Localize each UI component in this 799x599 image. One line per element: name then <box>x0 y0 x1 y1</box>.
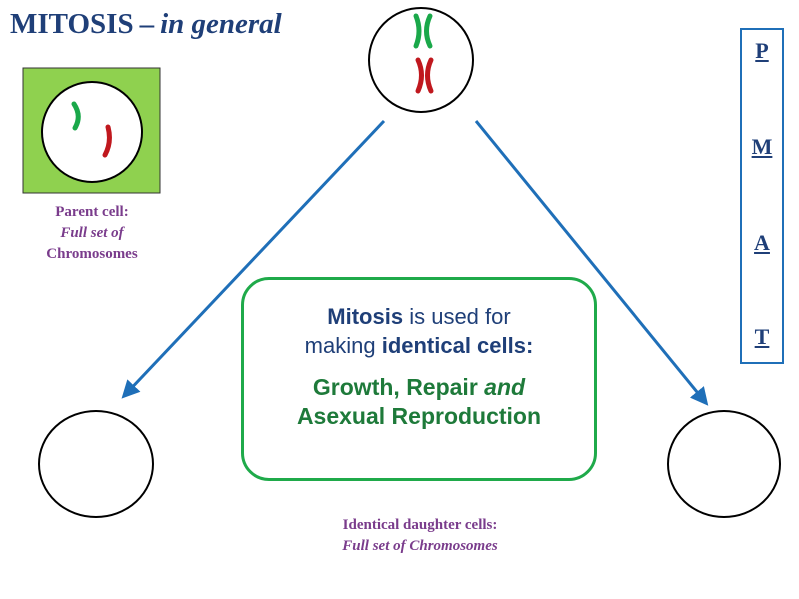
daughter-cell-left <box>38 410 154 518</box>
chromatid-red-left <box>415 57 424 94</box>
info-line1-rest: is used for <box>403 304 511 329</box>
phase-metaphase-link[interactable]: M <box>751 134 773 159</box>
parent-chromosome-green <box>71 101 81 131</box>
title-sub: in general <box>160 8 282 40</box>
parent-caption-line2: Full set of <box>60 225 124 241</box>
pmat-phases-box: P M A T <box>740 28 784 364</box>
daughter-cells-caption: Identical daughter cells: Full set of Ch… <box>260 515 580 557</box>
replicating-cell <box>368 7 474 113</box>
slide-title: MITOSIS–in general <box>10 8 282 41</box>
parent-chromosome-red <box>102 124 112 158</box>
mitosis-purpose-box: Mitosis is used for making identical cel… <box>241 277 597 481</box>
parent-caption-line3: Chromosomes <box>46 246 138 262</box>
info-line4: Asexual Reproduction <box>296 403 542 429</box>
daughter-caption-line2: Full set of Chromosomes <box>342 538 498 554</box>
chromatid-green-left <box>413 13 422 49</box>
arrow-to-left-daughter <box>121 119 386 399</box>
info-line1-strong: Mitosis <box>327 304 404 329</box>
phase-telophase-link[interactable]: T <box>754 324 770 349</box>
info-line2-strong: identical cells: <box>381 333 534 358</box>
info-line1: Mitosis is used for <box>244 302 594 331</box>
parent-cell-caption: Parent cell: Full set of Chromosomes <box>24 202 160 265</box>
info-line3-a: Growth, Repair <box>312 374 485 400</box>
arrow-to-right-daughter <box>474 120 709 406</box>
parent-caption-line1: Parent cell: <box>55 204 129 220</box>
phase-prophase-link[interactable]: P <box>755 38 769 63</box>
info-line3: Growth, Repair and <box>244 373 594 402</box>
daughter-cell-right <box>667 410 781 518</box>
phase-anaphase-link[interactable]: A <box>754 230 770 255</box>
info-line2: making identical cells: <box>244 331 594 360</box>
title-main: MITOSIS <box>10 8 134 40</box>
chromatid-red-right <box>425 57 434 94</box>
title-dash: – <box>139 8 155 40</box>
info-line3-b: and <box>484 374 526 400</box>
parent-cell <box>41 81 143 183</box>
daughter-caption-line1: Identical daughter cells: <box>342 517 498 533</box>
info-line2-pre: making <box>304 333 382 358</box>
chromatid-green-right <box>424 13 433 49</box>
